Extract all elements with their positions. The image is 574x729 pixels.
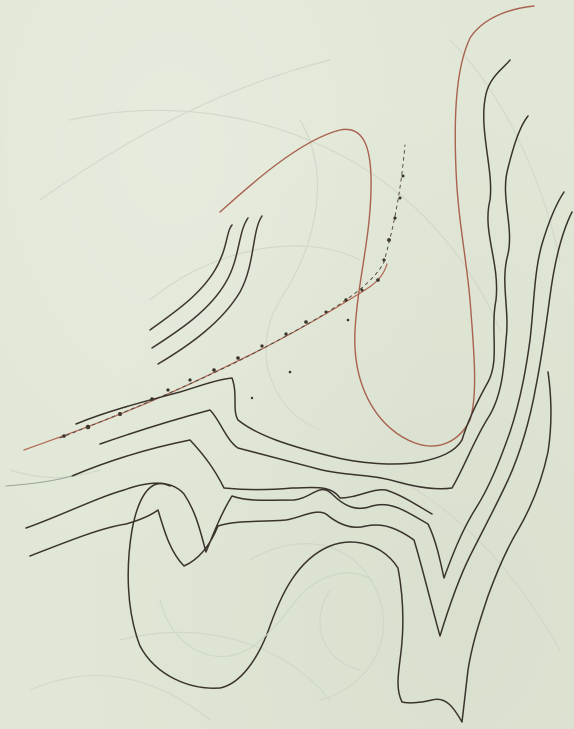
main-contour-bands bbox=[26, 60, 572, 636]
faint-background-traces bbox=[10, 40, 560, 720]
red-hairpin-contour bbox=[220, 6, 534, 446]
contour-band-5 bbox=[30, 212, 572, 636]
contour-band-1 bbox=[76, 60, 510, 464]
outer-closure-contour bbox=[128, 372, 551, 722]
contour-band-4 bbox=[26, 192, 564, 578]
dotted-axial-stroke bbox=[60, 145, 405, 438]
faint-lower-echo bbox=[160, 573, 372, 656]
red-fold-trace bbox=[24, 264, 387, 450]
upper-left-arcs bbox=[150, 216, 262, 364]
dotted-axial-line bbox=[62, 175, 404, 438]
